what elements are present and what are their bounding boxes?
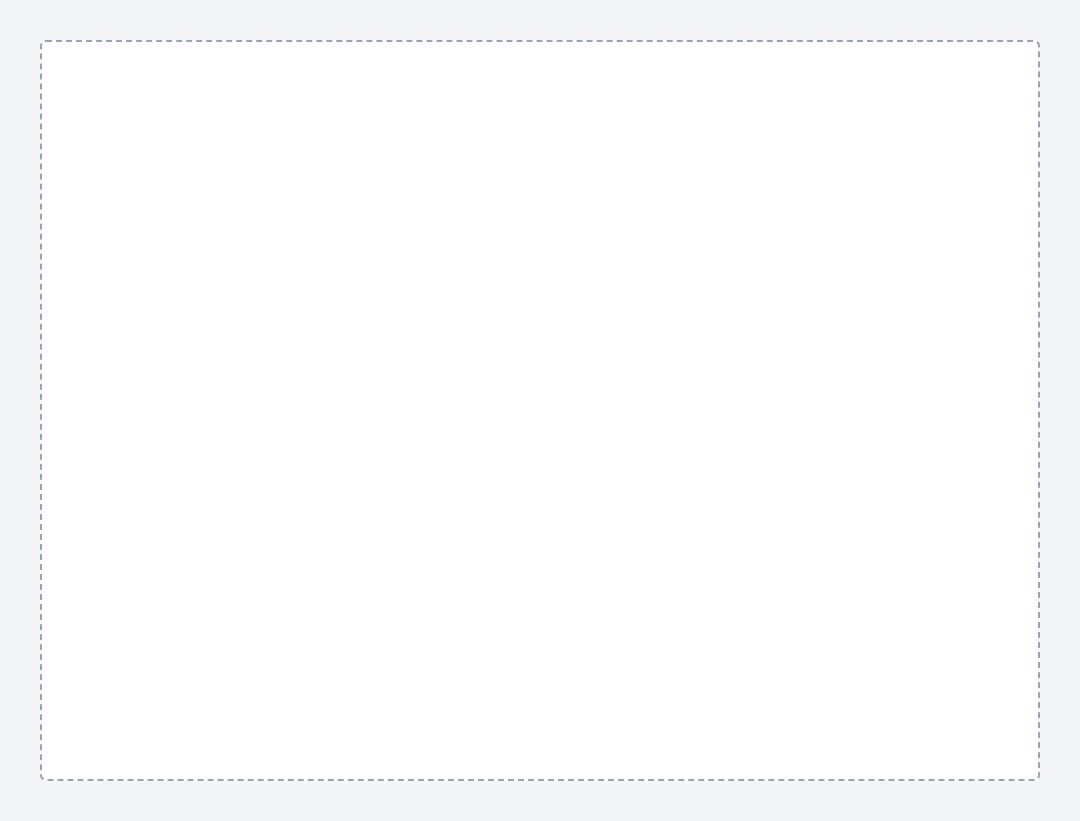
placeholder-frame: [40, 40, 1040, 781]
